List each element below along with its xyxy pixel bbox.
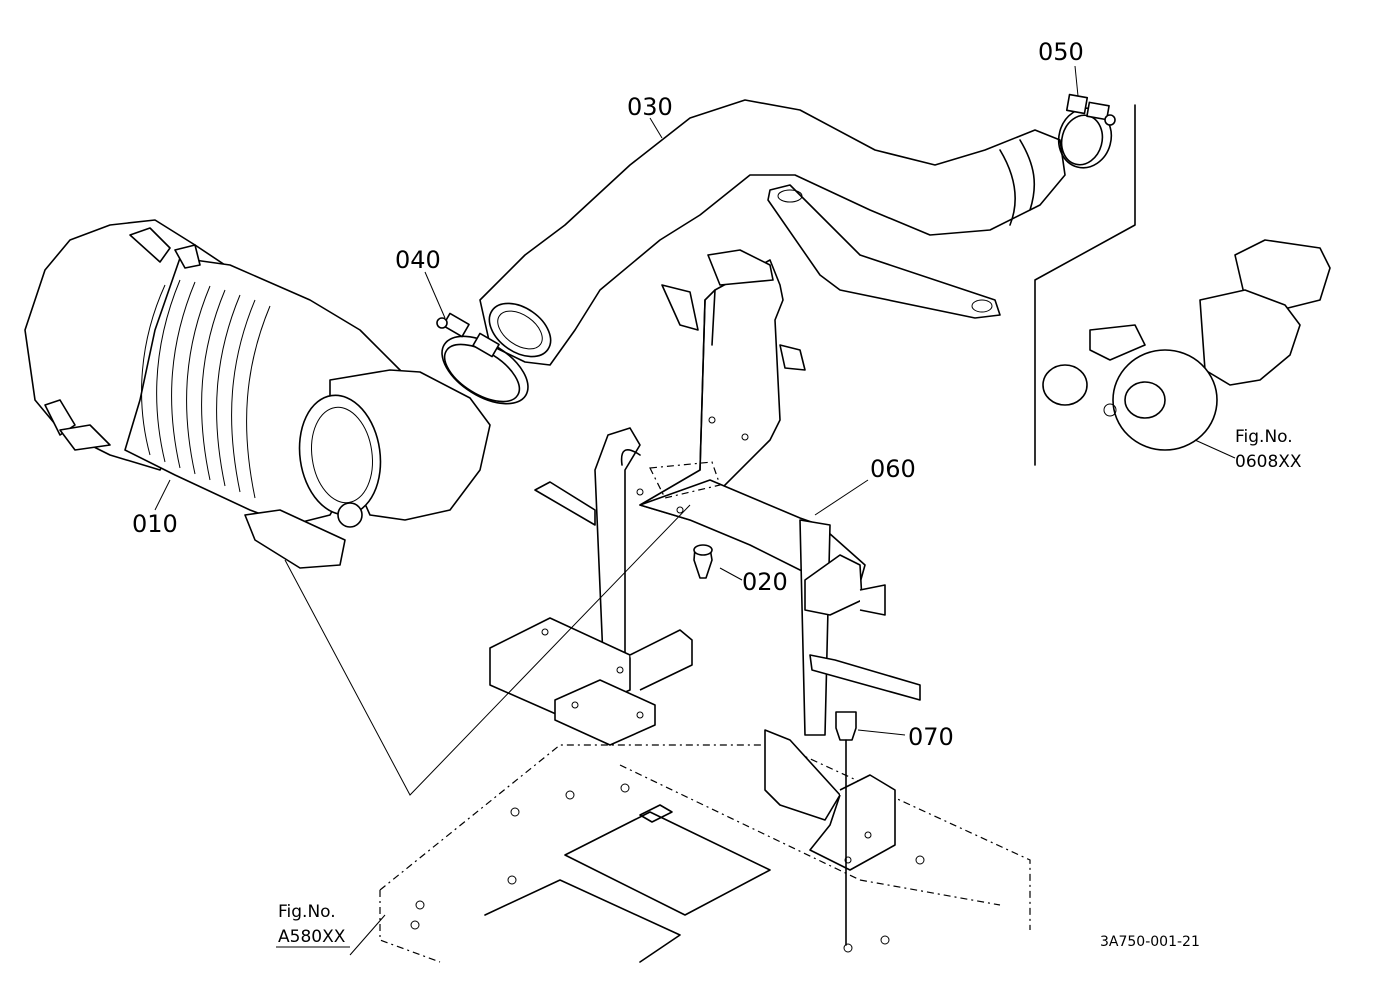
leader-lines xyxy=(154,65,1236,956)
clamp-050 xyxy=(1057,93,1116,169)
floor-plate xyxy=(379,744,1031,963)
label-050: 050 xyxy=(1038,38,1084,66)
fig-ref-turbo-line2: 0608XX xyxy=(1235,452,1302,472)
air-cleaner-010 xyxy=(24,219,491,569)
fig-ref-turbo-line1: Fig.No. xyxy=(1235,427,1293,447)
clamp-040 xyxy=(436,312,529,405)
label-020: 020 xyxy=(742,568,788,596)
label-060: 060 xyxy=(870,455,916,483)
label-010: 010 xyxy=(132,510,178,538)
fig-ref-floor-line1: Fig.No. xyxy=(278,902,336,922)
bolt-070 xyxy=(835,711,857,946)
turbocharger-ref xyxy=(1034,104,1331,466)
hose-030 xyxy=(479,99,1066,366)
label-070: 070 xyxy=(908,723,954,751)
bolt-020 xyxy=(693,544,713,579)
label-030: 030 xyxy=(627,93,673,121)
fig-ref-floor-line2: A580XX xyxy=(278,927,346,947)
label-040: 040 xyxy=(395,246,441,274)
drawing-number: 3A750-001-21 xyxy=(1100,934,1200,950)
bracket-060 xyxy=(489,184,1001,871)
